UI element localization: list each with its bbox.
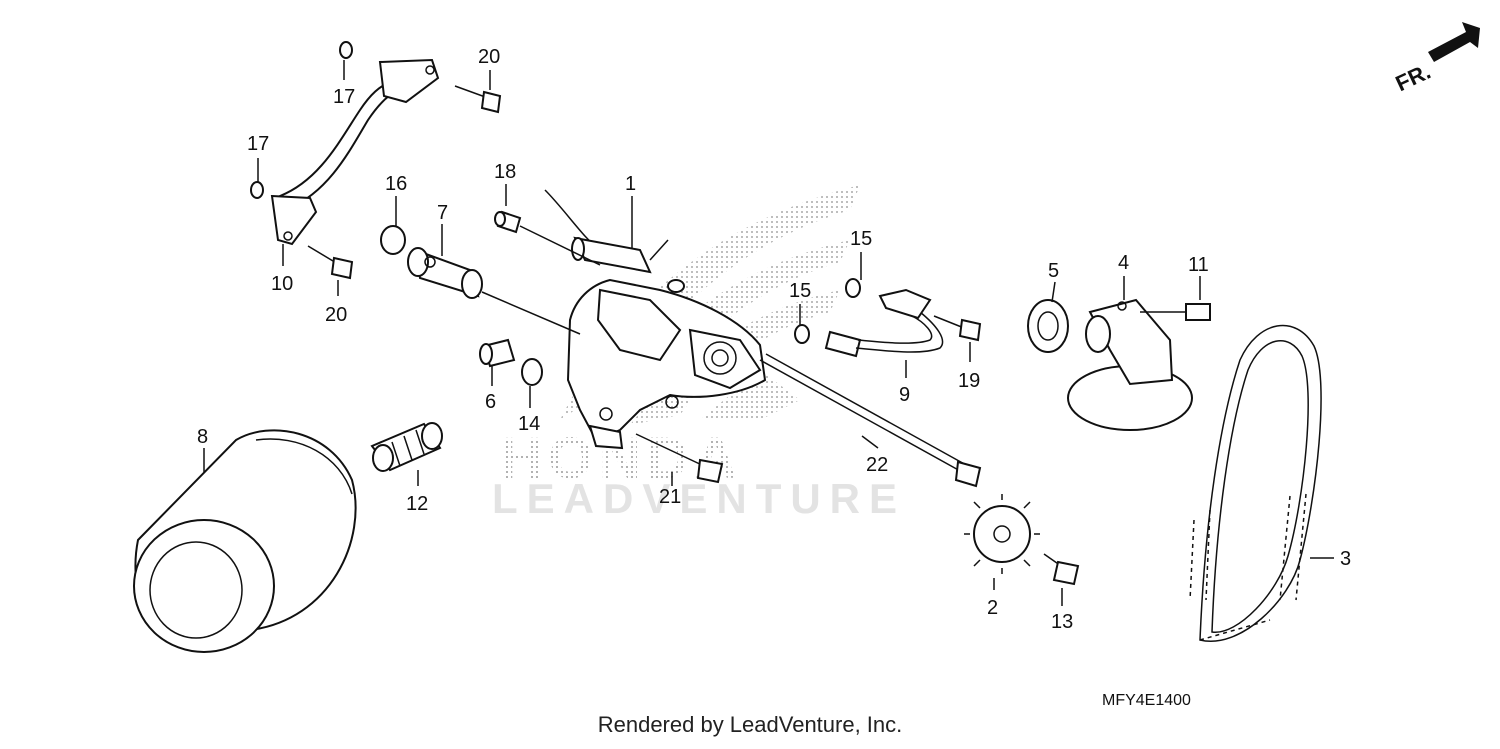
- callout-15-right: 15: [850, 228, 872, 250]
- front-direction-marker: FR.: [1392, 22, 1480, 96]
- callout-11: 11: [1188, 254, 1209, 276]
- dowel-pin-18: [494, 210, 522, 234]
- callout-13: 13: [1051, 611, 1073, 633]
- oil-pump-assembly-1: [544, 189, 767, 450]
- dowel-leader: [519, 225, 601, 266]
- oil-filter-boss-12: [370, 422, 443, 472]
- callout-3: 3: [1340, 548, 1351, 570]
- callout-19: 19: [958, 370, 980, 392]
- callout-17-upper: 17: [333, 86, 355, 108]
- callout-16: 16: [385, 173, 407, 195]
- oil-pipe-bracket-assembly: [270, 58, 440, 246]
- strainer-5: [1027, 299, 1069, 353]
- bolt-22: [759, 353, 982, 488]
- o-ring-14: [521, 358, 543, 386]
- callout-7: 7: [437, 202, 448, 224]
- oil-strainer-4: [1067, 298, 1193, 431]
- callout-1: 1: [625, 173, 636, 195]
- bolt-19: [933, 315, 982, 342]
- watermark-company: LEADVENTURE: [492, 475, 906, 522]
- relief-valve-7: [407, 247, 483, 299]
- callout-14: 14: [518, 413, 540, 435]
- callout-2: 2: [987, 597, 998, 619]
- oil-filter-8: [133, 429, 357, 653]
- drive-chain-3: [1189, 324, 1322, 643]
- callout-15-left: 15: [789, 280, 811, 302]
- bolt-11: [1140, 303, 1211, 321]
- callout-5: 5: [1048, 260, 1059, 282]
- callout-17-lower: 17: [247, 133, 269, 155]
- oil-pipe-9: [824, 288, 944, 358]
- washer-15-left: [794, 324, 810, 344]
- diagram-code: MFY4E1400: [1102, 692, 1191, 709]
- footer-credit: Rendered by LeadVenture, Inc.: [597, 712, 903, 737]
- bolt-21: [635, 433, 724, 484]
- collar-6: [479, 338, 516, 368]
- callout-21: 21: [659, 486, 681, 508]
- washer-15-right: [845, 278, 861, 298]
- callout-10: 10: [271, 273, 293, 295]
- callout-9: 9: [899, 384, 910, 406]
- front-label: FR.: [1392, 59, 1435, 97]
- front-arrow-icon: [1428, 22, 1480, 62]
- callout-22: 22: [866, 454, 888, 476]
- washer-17-upper: [339, 41, 353, 59]
- bolt-13: [1043, 553, 1080, 586]
- bolt-20-upper: [454, 85, 502, 114]
- callout-4: 4: [1118, 252, 1129, 274]
- o-ring-16: [380, 225, 406, 255]
- callout-20-lower: 20: [325, 304, 347, 326]
- callout-6: 6: [485, 391, 496, 413]
- leader-lines: [203, 60, 1334, 606]
- callout-20-upper: 20: [478, 46, 500, 68]
- callout-8: 8: [197, 426, 208, 448]
- bolt-20-lower: [307, 245, 354, 280]
- sprocket-2: [964, 494, 1040, 574]
- callout-18: 18: [494, 161, 516, 183]
- washer-17-lower: [250, 181, 264, 199]
- relief-valve-leader: [481, 291, 581, 335]
- callout-12: 12: [406, 493, 428, 515]
